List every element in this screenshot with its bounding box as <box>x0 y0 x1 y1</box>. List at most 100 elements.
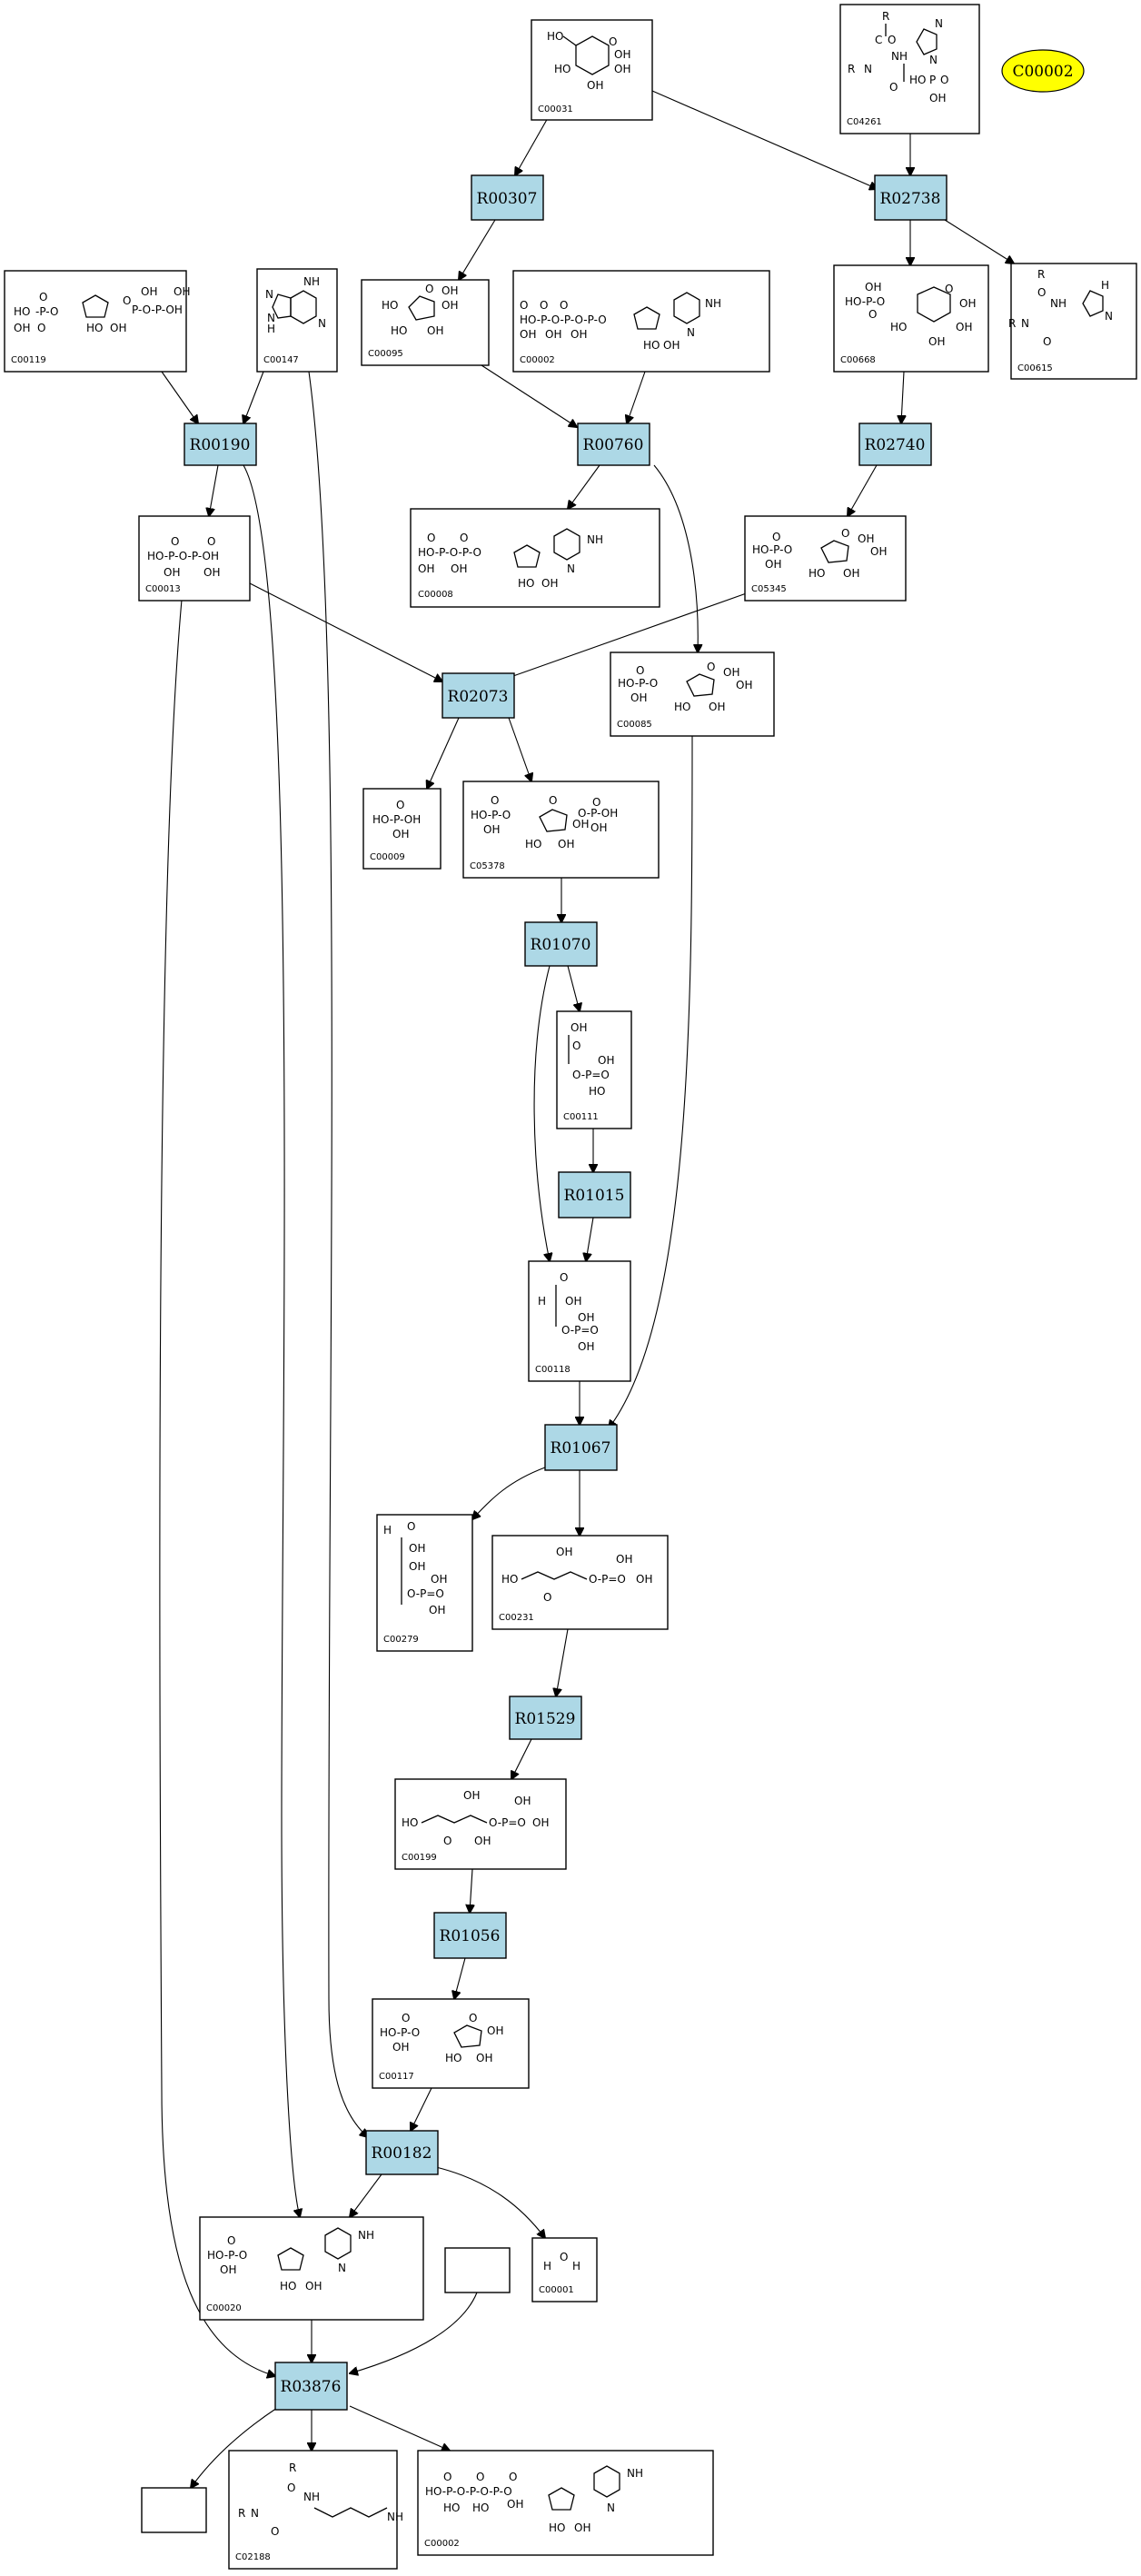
svg-text:O: O <box>841 527 849 540</box>
edge-c00095-r00760 <box>481 364 577 427</box>
svg-text:H: H <box>572 2260 580 2273</box>
svg-text:N: N <box>338 2262 346 2274</box>
svg-text:OH: OH <box>487 2024 503 2037</box>
compound-blank-top[interactable] <box>444 2247 511 2293</box>
reaction-r00760[interactable]: R00760 <box>577 423 650 466</box>
compound-blank-bottom[interactable] <box>141 2487 207 2533</box>
svg-text:OH: OH <box>164 566 180 579</box>
svg-text:R: R <box>1008 317 1016 330</box>
svg-text:NH: NH <box>705 297 721 310</box>
svg-text:OH: OH <box>956 321 972 333</box>
compound-c00111[interactable]: OH O OH O-P=O HO C00111 <box>556 1010 632 1129</box>
reaction-r01529[interactable]: R01529 <box>509 1696 582 1740</box>
edge-r02073-c05378 <box>508 717 531 781</box>
svg-text:H: H <box>543 2260 551 2273</box>
svg-text:HO: HO <box>280 2280 296 2293</box>
reaction-r01070[interactable]: R01070 <box>524 921 598 967</box>
compound-label: C00002 <box>520 355 555 365</box>
edge-c00013-r02073 <box>249 582 442 681</box>
svg-text:P: P <box>929 74 936 86</box>
reaction-r00307[interactable]: R00307 <box>471 174 544 221</box>
svg-text:O: O <box>549 794 557 807</box>
svg-text:N: N <box>318 317 326 330</box>
svg-text:NH: NH <box>387 2511 403 2523</box>
reaction-label: R02073 <box>448 688 509 706</box>
reaction-label: R01070 <box>531 936 591 954</box>
reaction-r00182[interactable]: R00182 <box>365 2130 439 2175</box>
svg-text:OH: OH <box>409 1560 425 1573</box>
svg-text:OH: OH <box>305 2280 322 2293</box>
edge-c00147-r00182 <box>308 371 368 2137</box>
svg-text:HO-P-O-P-O-P-O: HO-P-O-P-O-P-O <box>520 313 607 326</box>
edge-r00182-c00020 <box>350 2173 382 2217</box>
reaction-r03876[interactable]: R03876 <box>274 2362 348 2411</box>
svg-text:HO-P-O: HO-P-O <box>471 809 511 821</box>
reaction-r02073[interactable]: R02073 <box>442 672 515 719</box>
highlight-label: C00002 <box>1012 63 1073 81</box>
svg-text:R: R <box>848 63 855 75</box>
phosphate-structure-icon: O HO-P-OH OH <box>372 799 421 840</box>
compound-c00031[interactable]: HO O OH OH HO OH C00031 <box>531 19 653 121</box>
reaction-r02738[interactable]: R02738 <box>874 174 948 221</box>
compound-label: C00002 <box>424 2539 460 2549</box>
edge-r01529-c00199 <box>511 1738 532 1779</box>
compound-label: C00013 <box>145 584 181 594</box>
compound-c00009[interactable]: O HO-P-OH OH C00009 <box>362 788 442 870</box>
svg-text:O: O <box>39 291 47 303</box>
reaction-label: R00307 <box>477 190 538 208</box>
reaction-r01015[interactable]: R01015 <box>558 1171 631 1218</box>
svg-text:R: R <box>1037 268 1045 281</box>
svg-text:-P-O: -P-O <box>35 305 58 318</box>
highlight-c00002[interactable]: C00002 <box>1001 49 1085 93</box>
svg-text:OH: OH <box>514 1795 531 1807</box>
edge-r03876-c00002b <box>349 2405 450 2451</box>
compound-label: C00668 <box>840 355 876 365</box>
svg-text:HO: HO <box>554 63 570 75</box>
reaction-label: R00190 <box>190 436 251 454</box>
reaction-r01056[interactable]: R01056 <box>433 1912 507 1959</box>
compound-label: C00615 <box>1017 363 1053 373</box>
reaction-r01067[interactable]: R01067 <box>544 1424 618 1471</box>
reaction-r00190[interactable]: R00190 <box>184 423 257 466</box>
svg-text:O: O <box>443 1835 451 1847</box>
edge-r00190-c00020 <box>243 464 300 2217</box>
svg-text:O-P=O: O-P=O <box>489 1816 526 1829</box>
svg-text:OH: OH <box>427 324 443 337</box>
reaction-label: R00182 <box>372 2144 432 2163</box>
svg-text:O: O <box>460 532 468 544</box>
svg-text:OH: OH <box>203 566 220 579</box>
svg-text:HO: HO <box>86 322 103 334</box>
svg-text:N: N <box>567 562 575 575</box>
edge-r01070-c00111 <box>567 965 580 1011</box>
edge-r02740-c05345 <box>848 464 878 516</box>
svg-text:OH: OH <box>429 1604 445 1616</box>
compound-c00147[interactable]: NH N HN N C00147 <box>256 268 338 373</box>
svg-text:O: O <box>509 2471 517 2483</box>
svg-text:H: H <box>1101 279 1109 292</box>
edge-r01015-c00118 <box>586 1217 594 1261</box>
reaction-r02740[interactable]: R02740 <box>858 423 932 466</box>
